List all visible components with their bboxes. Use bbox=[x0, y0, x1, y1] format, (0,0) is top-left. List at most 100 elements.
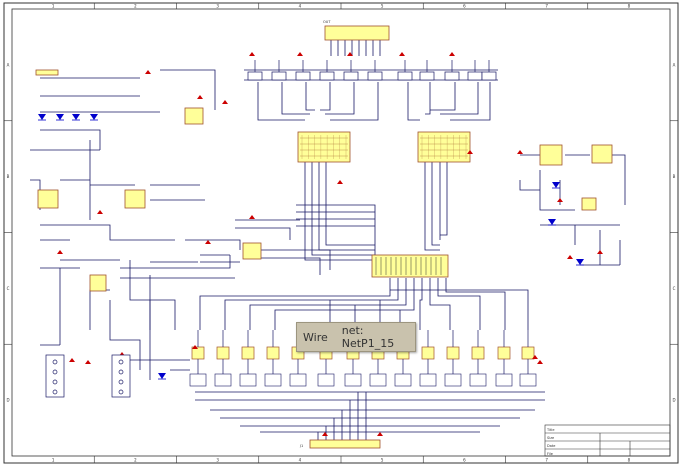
title-block-field-label: File bbox=[547, 452, 553, 456]
zone-column-label: 1 bbox=[52, 458, 55, 463]
transistor-driver bbox=[497, 346, 511, 360]
power-port bbox=[399, 52, 405, 56]
transistor-driver bbox=[446, 346, 460, 360]
power-port bbox=[532, 355, 538, 359]
ic-right-b bbox=[591, 144, 613, 164]
output-stage bbox=[239, 373, 257, 387]
title-block bbox=[544, 424, 671, 457]
zone-column-label: 7 bbox=[545, 4, 548, 9]
power-port bbox=[377, 432, 383, 436]
diode bbox=[38, 114, 46, 120]
diode bbox=[548, 219, 556, 225]
resistor bbox=[444, 71, 460, 81]
connector-out-label: OUT bbox=[323, 20, 331, 24]
ic-upper-left bbox=[297, 131, 351, 163]
power-port bbox=[69, 358, 75, 362]
transistor-driver bbox=[241, 346, 255, 360]
zone-column-label: 4 bbox=[299, 458, 302, 463]
resistor bbox=[319, 71, 335, 81]
output-stage bbox=[344, 373, 362, 387]
power-port bbox=[297, 52, 303, 56]
transistor-driver bbox=[216, 346, 230, 360]
transistor-driver bbox=[521, 346, 535, 360]
sheet-outer-border bbox=[3, 2, 679, 464]
output-stage bbox=[289, 373, 307, 387]
diode bbox=[158, 373, 166, 379]
resistor bbox=[367, 71, 383, 81]
zone-row-label: D bbox=[6, 398, 9, 403]
output-stage bbox=[419, 373, 437, 387]
power-port bbox=[467, 150, 473, 154]
zone-column-label: 8 bbox=[628, 4, 631, 9]
ic-right-c bbox=[581, 197, 597, 211]
wire-layer bbox=[30, 40, 626, 440]
zone-column-label: 3 bbox=[216, 4, 219, 9]
zone-column-label: 4 bbox=[299, 4, 302, 9]
resistor bbox=[481, 71, 497, 81]
ic-left-c bbox=[124, 189, 146, 209]
resistor bbox=[467, 71, 483, 81]
zone-column-label: 3 bbox=[216, 458, 219, 463]
zone-column-label: 8 bbox=[628, 458, 631, 463]
resistor bbox=[343, 71, 359, 81]
power-port bbox=[567, 255, 573, 259]
zone-row-label: A bbox=[673, 62, 676, 67]
ic-upper-right bbox=[417, 131, 471, 163]
output-stage bbox=[189, 373, 207, 387]
ic-mid bbox=[242, 242, 262, 260]
output-stage bbox=[214, 373, 232, 387]
zone-row-label: D bbox=[672, 398, 675, 403]
connector-out bbox=[324, 25, 390, 41]
zone-row-label: B bbox=[673, 174, 676, 179]
connector-central bbox=[371, 254, 449, 278]
title-block-field-label: Date bbox=[547, 444, 555, 448]
power-port bbox=[222, 100, 228, 104]
connector-left-top bbox=[35, 69, 59, 76]
connector-j1-label: J1 bbox=[299, 444, 303, 448]
power-port bbox=[597, 250, 603, 254]
diode bbox=[90, 114, 98, 120]
ic-pin-detail bbox=[300, 135, 468, 275]
component-layer bbox=[35, 25, 613, 449]
output-stage bbox=[444, 373, 462, 387]
left-connectors bbox=[45, 354, 131, 398]
zone-row-label: C bbox=[673, 286, 676, 291]
diode bbox=[552, 182, 560, 188]
zone-column-label: 5 bbox=[381, 4, 384, 9]
zone-column-label: 6 bbox=[463, 4, 466, 9]
output-stage bbox=[394, 373, 412, 387]
zone-row-label: A bbox=[7, 62, 10, 67]
wire-hover-tooltip: Wire net: NetP1_15 bbox=[296, 322, 416, 352]
power-port bbox=[322, 432, 328, 436]
tooltip-net-name: net: NetP1_15 bbox=[341, 324, 395, 350]
diode bbox=[576, 259, 584, 265]
resistor bbox=[271, 71, 287, 81]
power-port bbox=[97, 210, 103, 214]
ic-left-d bbox=[89, 274, 107, 292]
output-stage bbox=[317, 373, 335, 387]
top-resistor-row bbox=[247, 60, 497, 81]
resistor bbox=[397, 71, 413, 81]
power-port bbox=[337, 180, 343, 184]
ic-right-a bbox=[539, 144, 563, 166]
title-block-field-label: Size bbox=[547, 436, 554, 440]
power-port bbox=[449, 52, 455, 56]
output-stage bbox=[495, 373, 513, 387]
diodes bbox=[38, 114, 584, 380]
resistor bbox=[419, 71, 435, 81]
transistor-driver bbox=[266, 346, 280, 360]
zone-column-label: 2 bbox=[134, 4, 137, 9]
output-stage bbox=[519, 373, 537, 387]
power-port bbox=[192, 345, 198, 349]
bottom-transistor-bank bbox=[189, 330, 537, 387]
connector-j1 bbox=[309, 439, 381, 449]
power-port bbox=[517, 150, 523, 154]
zone-column-label: 6 bbox=[463, 458, 466, 463]
power-port bbox=[249, 52, 255, 56]
zone-column-label: 1 bbox=[52, 4, 55, 9]
ic-left-a bbox=[184, 107, 204, 125]
